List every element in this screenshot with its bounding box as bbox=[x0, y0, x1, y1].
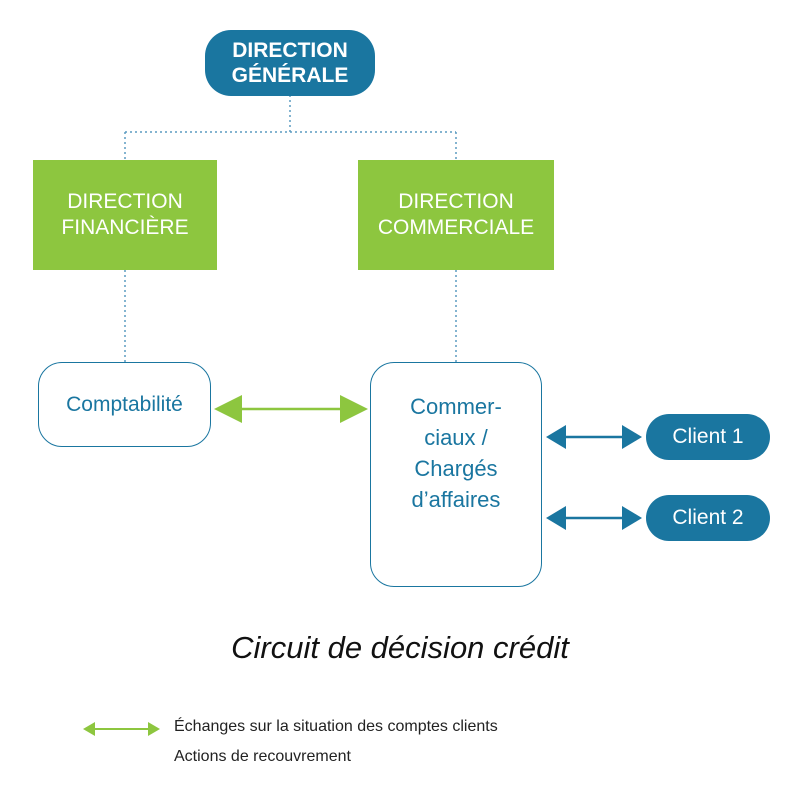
node-client-1: Client 1 bbox=[646, 414, 770, 460]
node-direction-financiere-line2: FINANCIÈRE bbox=[61, 216, 189, 239]
diagram-caption: Circuit de décision crédit bbox=[231, 630, 569, 665]
node-direction-commerciale-line1: DIRECTION bbox=[398, 190, 514, 213]
green-double-arrow bbox=[214, 395, 368, 423]
blue-double-arrow-client2 bbox=[546, 506, 642, 530]
legend-green-arrow bbox=[83, 722, 160, 736]
node-direction-commerciale: DIRECTION COMMERCIALE bbox=[358, 160, 554, 270]
node-direction-financiere: DIRECTION FINANCIÈRE bbox=[33, 160, 217, 270]
node-client-2: Client 2 bbox=[646, 495, 770, 541]
node-commerciaux-line1: Commer- bbox=[410, 394, 502, 419]
node-direction-generale: DIRECTION GÉNÉRALE bbox=[205, 30, 375, 96]
node-direction-generale-line2: GÉNÉRALE bbox=[231, 64, 349, 87]
node-client-1-label: Client 1 bbox=[672, 425, 744, 448]
node-commerciaux: Commer- ciaux / Chargés d’affaires bbox=[370, 362, 542, 587]
node-direction-commerciale-line2: COMMERCIALE bbox=[377, 216, 535, 239]
node-direction-generale-line1: DIRECTION bbox=[232, 39, 348, 62]
node-direction-financiere-line1: DIRECTION bbox=[67, 190, 183, 213]
blue-double-arrow-client1 bbox=[546, 425, 642, 449]
node-comptabilite: Comptabilité bbox=[38, 362, 211, 447]
legend-item-exchanges: Échanges sur la situation des comptes cl… bbox=[174, 718, 498, 735]
node-commerciaux-line3: Chargés bbox=[414, 456, 498, 481]
legend-item-recouvrement: Actions de recouvrement bbox=[174, 748, 351, 765]
node-client-2-label: Client 2 bbox=[672, 506, 744, 529]
node-comptabilite-label: Comptabilité bbox=[66, 392, 183, 416]
node-commerciaux-line2: ciaux / bbox=[424, 425, 488, 450]
node-commerciaux-line4: d’affaires bbox=[411, 487, 501, 512]
